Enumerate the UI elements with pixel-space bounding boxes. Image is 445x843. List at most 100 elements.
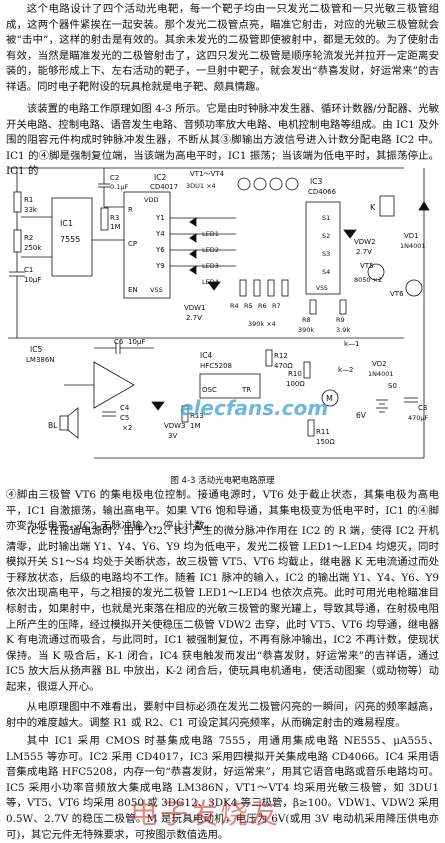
watermark-url: elecfans.com (180, 396, 329, 420)
R4-R7-value: 390k ×4 (248, 320, 276, 328)
IC2-part: CD4017 (150, 183, 178, 191)
C3-value: 470μF (408, 414, 429, 422)
IC1-chip (51, 197, 93, 277)
IC5-label: IC5 (30, 345, 42, 354)
R7-label: R7 (272, 302, 281, 310)
IC2-pin-CP: CP (128, 240, 137, 248)
R1-resistor (13, 191, 22, 213)
paragraph-vt6: ④脚由三极管 VT6 的集电极电位控制。接通电源时，VT6 处于截止状态，其集电… (6, 489, 439, 533)
R3-resistor (100, 207, 109, 231)
IC3-label: IC3 (310, 177, 322, 186)
R13-value: 1M (190, 422, 201, 430)
VDW2-label: VDW2 (354, 238, 376, 246)
paragraph-principle: 该装置的电路工作原理如图 4-3 所示。它是由时钟脉冲发生器、循环计数器/分配器… (6, 103, 439, 178)
IC2-label: IC2 (154, 173, 166, 182)
R4-label: R4 (230, 302, 239, 310)
IC4-osc: OSC (202, 386, 217, 394)
IC2-Y6: Y6 (155, 246, 165, 254)
C6-value: 10μF (128, 338, 145, 346)
circuit-diagram: R1 33k R2 250k C1 10μF IC1 7555 C2 0.1μF… (4, 162, 441, 472)
k1-label: k—1 (344, 340, 360, 348)
IC2-pin-EN: EN (128, 286, 138, 294)
IC3-part: CD4066 (308, 188, 337, 196)
relay-K-label: K (370, 203, 376, 212)
IC4-label: IC4 (200, 351, 212, 360)
C5-label: C5 (120, 414, 129, 422)
C2-label: C2 (110, 174, 119, 182)
C4-C5-count: ×2 (122, 424, 132, 432)
R10-value: 100Ω (286, 380, 305, 388)
VT6-label: VT6 (390, 290, 404, 298)
IC2-Y4: Y4 (155, 230, 165, 238)
VT5-label: VT5 (360, 262, 374, 270)
IC5-part: LM386N (26, 356, 55, 364)
R8-label: R8 (302, 316, 311, 324)
paragraph-components: 其中 IC1 采用 CMOS 时基集成电路 7555，用通用集成电路 NE555… (6, 735, 439, 841)
IC3-S1: S1 (322, 214, 330, 222)
R13-label: R13 (190, 412, 204, 420)
C3-label: C3 (418, 404, 427, 412)
R6-label: R6 (258, 302, 267, 310)
VDW3-value: 3V (168, 432, 177, 440)
R12-value: 470Ω (274, 362, 293, 370)
R11-label: R11 (316, 428, 330, 436)
IC3-chip (305, 201, 341, 295)
R2-resistor (13, 229, 22, 253)
R3-value: 1M (110, 223, 121, 231)
VT14-part: 3DU1 ×4 (186, 182, 216, 190)
R1-label: R1 (24, 196, 33, 204)
IC2-Y9: Y9 (155, 262, 165, 270)
IC3-S3: S3 (322, 250, 330, 258)
R8-value: 390k (298, 326, 314, 334)
IC3-S2: S2 (322, 232, 330, 240)
VT14-label: VT1～VT4 (190, 170, 225, 178)
VD2-value: 1N4001 (368, 370, 394, 378)
R3-label: R3 (110, 214, 119, 222)
k2-label: k—2 (338, 366, 354, 374)
relay-K (379, 195, 395, 217)
LED2-label: LED2 (202, 246, 219, 254)
VDW1-value: 2.7V (186, 314, 202, 322)
IC4-chip (199, 373, 261, 399)
R11-value: 150Ω (316, 438, 335, 446)
C1-value: 10μF (24, 276, 41, 284)
IC1-label: IC1 (60, 219, 73, 228)
S0-label: S0 (388, 382, 397, 390)
VDW2-value: 2.7V (356, 248, 372, 256)
C6-label: C6 (114, 338, 124, 346)
speaker-BL (59, 415, 69, 431)
IC1-part: 7555 (60, 235, 80, 244)
C2-value: 0.1μF (110, 183, 128, 191)
IC2-pin-R: R (128, 206, 133, 214)
VD1-value: 1N4001 (400, 242, 426, 250)
IC5-amplifier (93, 361, 135, 409)
IC2-Y1: Y1 (155, 214, 165, 222)
BL-label: BL (48, 421, 58, 430)
paragraph-intro: 这个电路设计了四个活动光电靶，每一个靶子均由一只发光二极管和一只光敏三极管组成，… (6, 3, 439, 93)
R2-label: R2 (24, 234, 33, 242)
watermark-logo: 电子发烧友 (130, 797, 281, 830)
paragraph-ic2: IC2 在接通电源时，由于 C2、R3 产生的微分脉冲作用在 IC2 的 R 端… (6, 525, 439, 693)
R10-label: R10 (288, 370, 302, 378)
battery-GB: 6V (356, 411, 367, 420)
VT5-part: 8050 ×2 (354, 276, 382, 284)
R1-value: 33k (24, 206, 38, 214)
figure-caption: 图 4-3 活动光电靶电路原理 (170, 476, 275, 486)
motor-M-label: M (326, 394, 333, 403)
IC2-chip (123, 191, 171, 299)
R9-value: 3.9k (336, 326, 350, 334)
IC2-vdd: VDD (144, 196, 158, 204)
R12-label: R12 (274, 352, 288, 360)
VD1-label: VD1 (404, 232, 419, 240)
IC4-tr: TR (241, 386, 251, 394)
C1-label: C1 (24, 266, 33, 274)
IC2-vss: VSS (150, 286, 163, 294)
C4-label: C4 (120, 404, 130, 412)
VDW1-label: VDW1 (184, 304, 206, 312)
IC3-S4: S4 (322, 268, 330, 276)
R2-value: 250k (24, 244, 42, 252)
IC4-part: HFC5208 (200, 362, 232, 370)
R5-label: R5 (244, 302, 253, 310)
LED1-label: LED1 (202, 230, 219, 238)
